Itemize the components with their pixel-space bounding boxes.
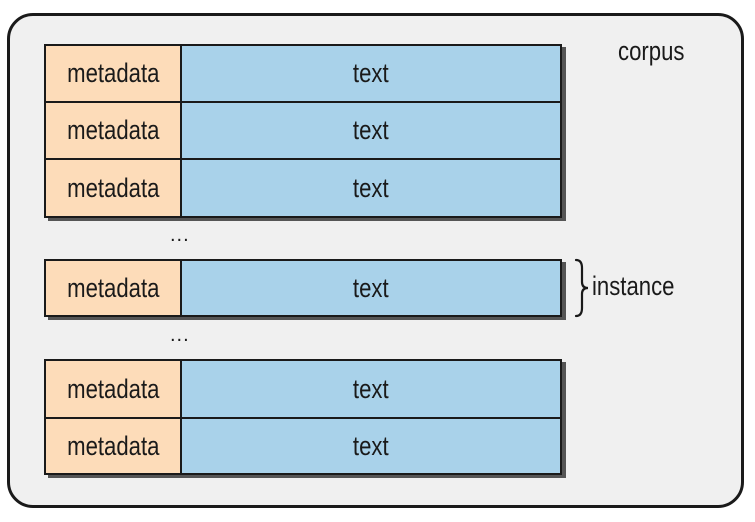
metadata-cell: metadata [46,46,182,101]
table-row: metadata text [46,46,560,101]
instance-group-bottom: metadata text metadata text [44,359,562,475]
row-divider [46,101,560,103]
text-cell: text [182,361,560,417]
ellipsis-top: ... [170,224,190,246]
metadata-cell: metadata [46,361,182,417]
text-cell: text [182,103,560,158]
text-cell: text [182,419,560,473]
row-divider [46,417,560,419]
metadata-cell: metadata [46,419,182,473]
instance-group-top: metadata text metadata text metadata tex… [44,44,562,218]
instance-label: instance [592,271,675,301]
instance-row: metadata text [44,259,562,317]
curly-brace-icon [574,258,589,318]
metadata-cell: metadata [46,103,182,158]
text-cell: text [182,261,560,315]
metadata-cell: metadata [46,261,182,315]
text-cell: text [182,160,560,216]
table-row: metadata text [46,419,560,473]
corpus-label: corpus [618,36,685,66]
row-divider [46,158,560,160]
ellipsis-bottom: ... [170,324,190,346]
table-row: metadata text [46,160,560,216]
table-row: metadata text [46,103,560,158]
text-cell: text [182,46,560,101]
metadata-cell: metadata [46,160,182,216]
table-row: metadata text [46,361,560,417]
